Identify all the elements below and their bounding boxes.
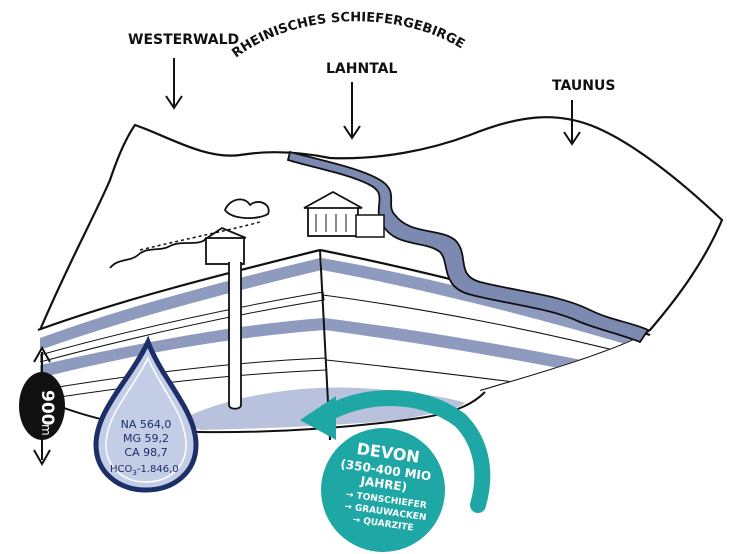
label-rheinisches: RHEINISCHES SCHIEFERGEBIRGE <box>229 10 467 61</box>
water-drop <box>93 335 199 493</box>
stratum-band-left <box>40 318 325 378</box>
devon-circle <box>321 428 445 552</box>
depth-value: 900 <box>37 390 57 426</box>
section-edge-left <box>37 248 321 332</box>
label-lahntal: LAHNTAL <box>326 61 397 77</box>
stratum-band-right <box>324 318 652 388</box>
devon-years2: JAHRE) <box>359 474 408 495</box>
stratum-top-right <box>322 258 652 352</box>
water-drop-inner <box>105 356 187 483</box>
drop-na: NA 564,0 <box>121 418 172 431</box>
depth-indicator <box>19 345 65 467</box>
tree-line <box>109 239 206 269</box>
label-westerwald: WESTERWALD <box>128 32 239 48</box>
depth-unit: m <box>39 424 53 436</box>
teal-arrowhead <box>300 396 336 440</box>
drop-mg: MG 59,2 <box>123 432 169 445</box>
spa-building <box>303 190 385 238</box>
well-pipe <box>228 262 242 410</box>
drop-hco3: HCO3-1.846,0 <box>110 464 179 477</box>
teal-arrow <box>312 390 491 513</box>
well-house <box>203 226 247 265</box>
label-taunus: TAUNUS <box>552 78 615 94</box>
drop-ca: CA 98,7 <box>124 446 167 459</box>
stratum-mid-right <box>322 294 653 361</box>
bush <box>223 198 270 219</box>
stratum-mid-left <box>40 291 325 363</box>
stratum-top-left <box>40 258 322 350</box>
